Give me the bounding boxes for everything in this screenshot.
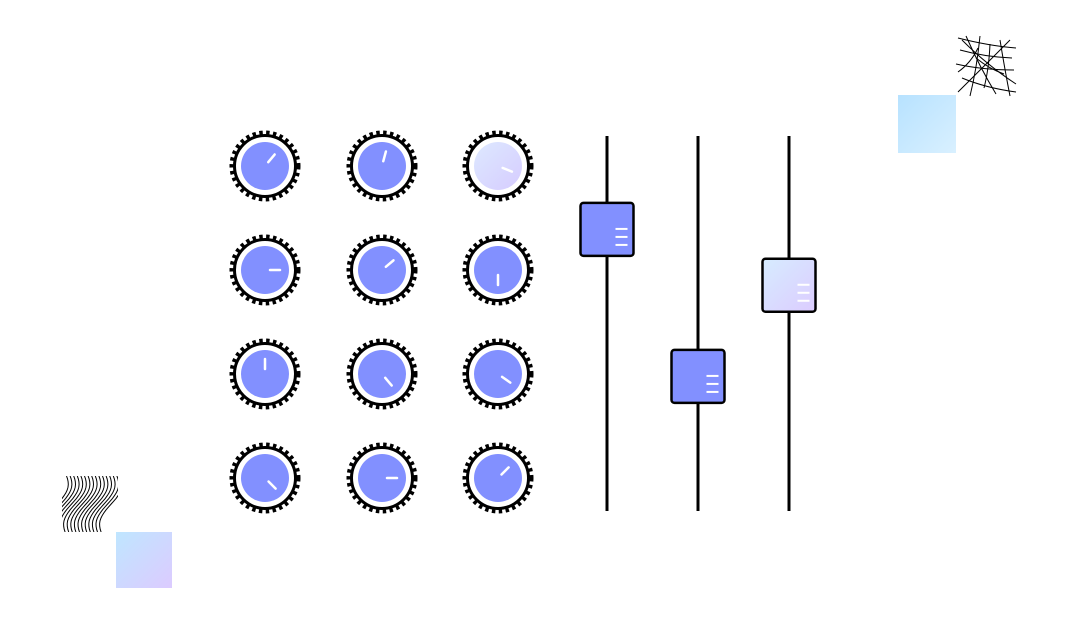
web-lines-icon bbox=[956, 36, 1016, 96]
knob-r4-c3[interactable] bbox=[465, 445, 531, 511]
knob-r2-c1[interactable] bbox=[232, 237, 298, 303]
knob-r2-c3[interactable] bbox=[465, 237, 531, 303]
knob-r1-c1[interactable] bbox=[232, 133, 298, 199]
knob-r1-c2[interactable] bbox=[349, 133, 415, 199]
fader-1[interactable] bbox=[581, 136, 634, 511]
fader-bank bbox=[581, 136, 816, 511]
fader-handle[interactable] bbox=[763, 259, 816, 312]
knob-r3-c1[interactable] bbox=[232, 341, 298, 407]
decorative-square-top-right bbox=[898, 95, 956, 153]
fader-3[interactable] bbox=[763, 136, 816, 511]
wavy-lines-icon bbox=[46, 476, 123, 532]
knob-r1-c3[interactable] bbox=[465, 133, 531, 199]
fader-handle[interactable] bbox=[672, 350, 725, 403]
knob-r3-c2[interactable] bbox=[349, 341, 415, 407]
knob-r4-c1[interactable] bbox=[232, 445, 298, 511]
fader-handle[interactable] bbox=[581, 203, 634, 256]
knob-r2-c2[interactable] bbox=[349, 237, 415, 303]
fader-2[interactable] bbox=[672, 136, 725, 511]
knob-r3-c3[interactable] bbox=[465, 341, 531, 407]
knob-grid bbox=[232, 133, 531, 511]
decorative-square-bottom-left bbox=[116, 532, 172, 588]
knob-r4-c2[interactable] bbox=[349, 445, 415, 511]
